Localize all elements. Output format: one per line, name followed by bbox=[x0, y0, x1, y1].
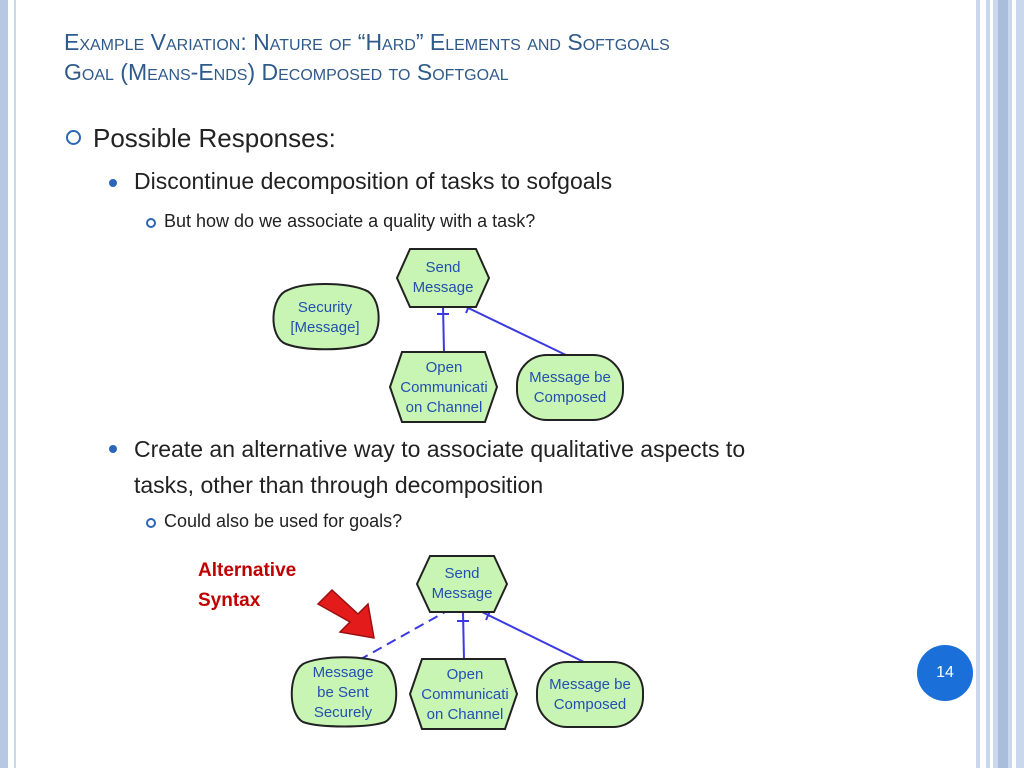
slide-title: Example Variation: Nature of “Hard” Elem… bbox=[64, 27, 944, 87]
node-label: Send bbox=[425, 259, 460, 276]
annotation-line-1: Alternative bbox=[198, 560, 297, 581]
red-arrow-icon bbox=[316, 588, 375, 639]
node-label: [Message] bbox=[290, 319, 359, 336]
decomposition-link bbox=[459, 303, 569, 357]
title-line-1: Example Variation: Nature of “Hard” Elem… bbox=[64, 29, 670, 55]
sub-bullet-quality: But how do we associate a quality with a… bbox=[146, 211, 536, 232]
ring-bullet-icon bbox=[66, 129, 81, 145]
node-label: Message bbox=[432, 585, 493, 602]
alternative-syntax-label: Alternative Syntax bbox=[198, 556, 296, 616]
decomposition-link bbox=[442, 305, 445, 353]
node-label: Message bbox=[413, 279, 474, 296]
right-border bbox=[976, 0, 1024, 768]
bullet-discontinue: Discontinue decomposition of tasks to so… bbox=[109, 168, 613, 195]
node-label: Securely bbox=[314, 704, 373, 721]
bullet-possible-responses: Possible Responses: bbox=[66, 123, 336, 154]
ring-bullet-icon bbox=[146, 518, 156, 528]
node-label: Communicati bbox=[400, 379, 488, 396]
node-label: Composed bbox=[554, 696, 627, 713]
node-label: Send bbox=[444, 565, 479, 582]
node-label: Message be bbox=[549, 676, 631, 693]
dot-bullet-icon bbox=[109, 179, 117, 187]
node-label: Message bbox=[313, 664, 374, 681]
node-label: Message be bbox=[529, 369, 611, 386]
goal-message-composed bbox=[536, 661, 644, 728]
bullet-text: Possible Responses: bbox=[93, 123, 336, 153]
node-label: Open bbox=[426, 359, 463, 376]
page-number-badge: 14 bbox=[917, 645, 973, 701]
goal-send-message bbox=[395, 248, 491, 308]
bullet-text: Discontinue decomposition of tasks to so… bbox=[134, 168, 613, 194]
bullet-text: Could also be used for goals? bbox=[164, 511, 403, 531]
bullet-text: But how do we associate a quality with a… bbox=[164, 211, 536, 231]
goal-message-composed bbox=[516, 354, 624, 421]
node-label: Open bbox=[447, 666, 484, 683]
softgoal-security-message bbox=[272, 283, 380, 351]
left-border bbox=[0, 0, 8, 768]
node-label: Composed bbox=[534, 389, 607, 406]
dot-bullet-icon bbox=[109, 445, 117, 453]
task-open-channel bbox=[388, 351, 499, 423]
left-border-line bbox=[14, 0, 16, 768]
svg-text:Security[Message]: Security [Message] bbox=[290, 299, 359, 336]
bullet-text-line-2: tasks, other than through decomposition bbox=[134, 472, 544, 498]
decomposition-link bbox=[479, 610, 589, 665]
title-line-2: Goal (Means-Ends) Decomposed to Softgoal bbox=[64, 59, 509, 85]
annotation-line-2: Syntax bbox=[198, 590, 261, 611]
bullet-create-alternative: Create an alternative way to associate q… bbox=[109, 431, 746, 503]
node-label: Security bbox=[298, 299, 353, 316]
node-label: on Channel bbox=[427, 706, 504, 723]
goal-send-message bbox=[415, 555, 509, 613]
task-open-channel bbox=[408, 658, 519, 730]
node-label: be Sent bbox=[317, 684, 370, 701]
node-label: on Channel bbox=[406, 399, 483, 416]
bullet-text-line-1: Create an alternative way to associate q… bbox=[134, 436, 746, 462]
ring-bullet-icon bbox=[146, 218, 156, 228]
sub-bullet-goals: Could also be used for goals? bbox=[146, 511, 403, 532]
softgoal-message-sent-securely bbox=[290, 656, 398, 728]
decomposition-link bbox=[462, 611, 465, 661]
node-label: Communicati bbox=[421, 686, 509, 703]
